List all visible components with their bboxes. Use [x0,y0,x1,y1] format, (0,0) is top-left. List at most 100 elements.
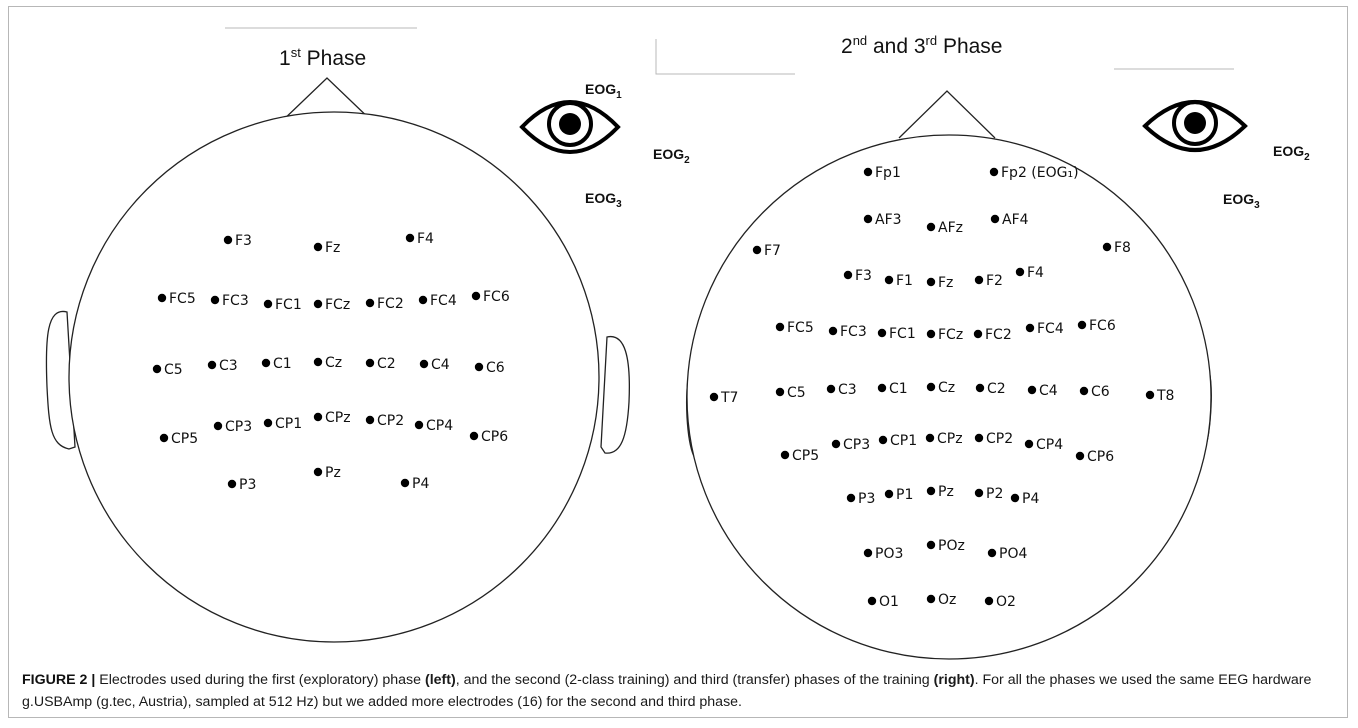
electrode-dot [974,275,984,285]
electrode-label: P1 [896,487,913,503]
electrode-c6: C6 [1079,384,1110,400]
electrode-cp4: CP4 [1024,437,1063,453]
electrode-dot [414,420,424,430]
caption-text: , and the second (2-class training) and … [455,672,934,688]
electrode-p4: P4 [1010,491,1039,507]
electrode-c5: C5 [775,385,806,401]
electrode-label: FC5 [169,291,196,307]
electrode-dot [313,299,323,309]
eye-icon [519,100,621,154]
electrode-fz: Fz [313,240,340,256]
electrode-label: Fp1 [875,165,901,181]
electrode-label: C1 [889,381,908,397]
nose-phase-2-3 [898,90,996,139]
eye-icon [1142,100,1248,152]
eog-label-2: EOG2 [1273,143,1310,163]
electrode-dot [471,291,481,301]
electrode-f4: F4 [405,231,434,247]
electrode-dot [780,450,790,460]
electrode-label: CPz [325,410,351,426]
electrode-label: F4 [417,231,434,247]
electrode-cpz: CPz [925,431,963,447]
eog-label-3: EOG3 [585,190,622,210]
electrode-fc5: FC5 [157,291,196,307]
electrode-dot [157,293,167,303]
electrode-label: C3 [219,358,238,374]
electrode-label: F2 [986,273,1003,289]
electrode-label: C5 [787,385,806,401]
electrode-label: Cz [938,380,955,396]
electrode-label: PO4 [999,546,1027,562]
electrode-label: FC1 [889,326,916,342]
electrode-label: O2 [996,594,1016,610]
electrode-dot [775,387,785,397]
electrode-fc2: FC2 [973,327,1012,343]
electrode-label: T8 [1156,388,1174,404]
electrode-f8: F8 [1102,240,1131,256]
electrode-label: F4 [1027,265,1044,281]
electrode-label: Fp2 (EOG₁) [1001,165,1079,181]
electrode-dot [227,479,237,489]
electrode-label: FC4 [1037,321,1064,337]
electrode-dot [775,322,785,332]
electrode-c3: C3 [826,382,857,398]
electrode-label: FC3 [222,293,249,309]
electrode-po3: PO3 [863,546,903,562]
electrode-fc2: FC2 [365,296,404,312]
electrode-f4: F4 [1015,265,1044,281]
electrode-label: Pz [938,484,954,500]
electrode-dot [1027,385,1037,395]
electrode-f3: F3 [843,268,872,284]
electrode-dot [1025,323,1035,333]
electrode-label: CP5 [171,431,198,447]
electrode-pz: Pz [313,465,341,481]
electrode-dot [223,235,233,245]
electrode-dot [405,233,415,243]
electrode-dot [989,167,999,177]
electrode-label: AF4 [1002,212,1029,228]
electrode-label: C1 [273,356,292,372]
electrode-label: CP1 [275,416,302,432]
electrode-cp5: CP5 [159,431,198,447]
electrode-dot [863,548,873,558]
electrode-dot [984,596,994,606]
electrode-label: FC5 [787,320,814,336]
electrode-label: P3 [858,491,875,507]
electrode-label: CPz [937,431,963,447]
electrode-dot [878,435,888,445]
electrode-dot [313,242,323,252]
electrode-label: FCz [325,297,350,313]
electrode-label: F3 [855,268,872,284]
electrode-dot [1075,451,1085,461]
electrode-afz: AFz [926,220,963,236]
phase-2-3-title: 2nd and 3rd Phase [841,33,1003,58]
electrode-dot [752,245,762,255]
electrode-label: CP2 [986,431,1013,447]
electrode-dot [926,329,936,339]
electrode-af4: AF4 [990,212,1029,228]
electrode-cp6: CP6 [469,429,508,445]
electrode-label: FC4 [430,293,457,309]
electrode-label: F8 [1114,240,1131,256]
figure-caption: FIGURE 2 | Electrodes used during the fi… [22,669,1332,713]
electrode-p2: P2 [974,486,1003,502]
electrode-label: Oz [938,592,956,608]
electrode-cz: Cz [313,355,342,371]
electrode-dot [863,167,873,177]
electrode-cp5: CP5 [780,448,819,464]
electrode-label: CP1 [890,433,917,449]
electrode-cp1: CP1 [263,416,302,432]
electrode-dot [263,418,273,428]
electrode-label: Fz [325,240,340,256]
electrode-label: CP6 [1087,449,1114,465]
electrode-label: F1 [896,273,913,289]
electrode-label: FC1 [275,297,302,313]
electrode-label: FCz [938,327,963,343]
electrode-label: C2 [377,356,396,372]
electrode-f3: F3 [223,233,252,249]
electrode-label: CP5 [792,448,819,464]
electrode-dot [1024,439,1034,449]
head-phase-1 [45,77,631,643]
electrode-fcz: FCz [313,297,350,313]
electrode-cp3: CP3 [831,437,870,453]
